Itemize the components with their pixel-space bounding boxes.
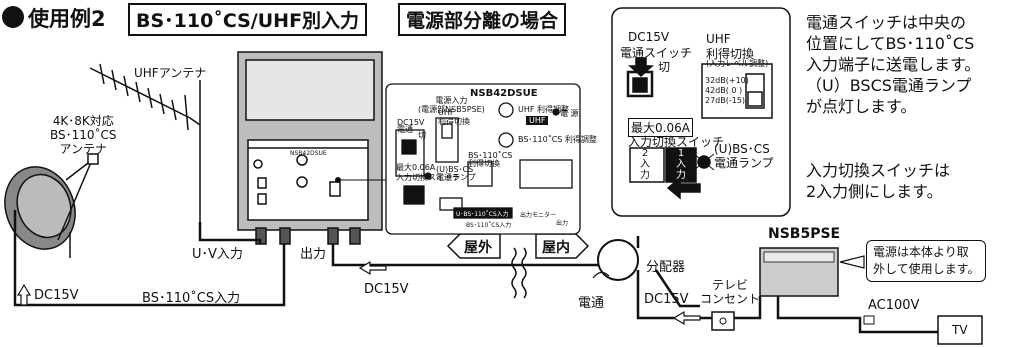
outlet-label-2: コンセント [700,292,761,306]
zoom-uhf-adjust: (入力レベル調整) [706,59,769,68]
outdoor-label: 屋外 [464,240,492,256]
note-line-7: 2入力側にします。 [806,182,943,201]
panel-uhf-adjust: UHF 利得調整 [518,105,570,114]
zoom-input-2-a: 2 [641,148,649,159]
header-tag-power: 電源部分離の場合 [398,3,567,36]
note-line-6: 入力切換スイッチは [806,161,951,180]
splitter-icon [597,239,639,281]
panel-bs-lamp: (U)BS･CS [436,165,474,174]
zoom-input-1: 1 入 力 [676,148,686,181]
bs-antenna-label-2: BS･110˚CS [50,128,117,142]
outlet-label: テレビ コンセント [700,278,760,306]
panel-bs-adjust: BS･110˚CS 利得調整 [518,135,597,144]
bs-input-label: BS･110˚CS入力 [142,291,241,306]
panel-bs-lamp-2: 電通ランプ [436,173,476,182]
note-line-3: 入力端子に送電します。 [806,55,981,74]
bs-dish-icon [4,153,99,258]
panel-out-monitor: 出力モニター [520,212,557,219]
outlet-icon [711,311,735,331]
tv-label: TV [952,323,968,337]
panel-bs-gain: BS･110˚CS [468,151,513,160]
callout-line-2: 外して使用します。 [873,262,980,276]
panel-out-label: 出力 [556,220,569,227]
bs-antenna-label-3: アンテナ [59,142,108,156]
zoom-dc-switch: 電通スイッチ [620,46,693,60]
panel-bs-gain-2: 利得切換 [468,159,500,168]
panel-power-input-1: 電源入力 [435,96,468,105]
cables [13,210,940,334]
panel-uhf-tag: UHF [526,116,549,125]
break-marks-icon [511,247,527,299]
dc-label-mid: DC15V [364,282,409,297]
panel-power-input: 電源入力 (電源部NSB5PSE) [418,96,485,114]
zoom-detail [611,7,791,217]
booster-unit [237,51,383,245]
panel-dc: DC15V [397,118,425,127]
note-block: 電通スイッチは中央の 位置にしてBS･110˚CS 入力端子に送電します。 （U… [806,12,980,117]
panel-uhf-gain-2: 利得切換 [438,117,470,126]
outdoor-arrow-icon [446,233,501,259]
uhf-antenna-label: UHFアンテナ [134,66,207,80]
panel-power-lamp: 電 源 [560,109,579,118]
panel-power-input-2: (電源部NSB5PSE) [418,105,485,114]
zoom-lamp: (U)BS･CS [714,142,770,156]
zoom-input-2: 2 入 力 [640,148,650,181]
zoom-input-1-a: 1 [677,148,685,159]
panel-dc-off: 切 [418,131,426,140]
panel-model: NSB42DSUE [470,88,538,99]
panel-bs-in: U･BS･110˚CS入力 [456,211,509,218]
power-unit-callout: 電源は本体より取 外して使用します。 [866,240,987,282]
note-line-2: 位置にしてBS･110˚CS [806,34,975,53]
output-label: 出力 [300,247,327,262]
panel-input-switch: 入力切換スイッチ [396,173,460,182]
panel-bs-in-2: BS･110˚CS入力 [466,222,512,229]
zoom-uhf-gain: 利得切換 [706,47,755,61]
splitter-label: 分配器 [646,260,686,275]
bs-antenna-label: 4K･8K対応 BS･110˚CS アンテナ [50,114,117,156]
booster-model-label: NSB42DSUE [290,150,327,157]
power-unit-model: NSB5PSE [768,226,841,242]
note-line-5: が点灯します。 [806,97,917,116]
panel-max-current: 最大0.06A [396,163,436,172]
page-title: 使用例2 [28,7,106,31]
tv-icon [937,315,983,345]
header-bullet-icon [2,6,24,28]
outlet-label-1: テレビ [712,278,749,292]
zoom-uhf-42: 42dB( 0 ) [705,86,743,95]
power-pass-label: 電通 [578,296,605,311]
dc-label-right: DC15V [644,292,689,307]
uhf-antenna-icon [89,63,201,222]
zoom-input-2-c: 力 [640,170,650,181]
zoom-uhf-27: 27dB(-15) [705,96,746,105]
uv-input-label: U･V入力 [192,247,243,262]
zoom-uhf: UHF [706,32,731,46]
note-line-1: 電通スイッチは中央の [806,13,967,32]
zoom-input-1-b: 入 [676,159,686,170]
panel-uhf-gain: UHF [438,108,455,117]
zoom-input-2-b: 入 [640,159,650,170]
header-tag-input: BS･110˚CS/UHF別入力 [128,3,368,36]
indoor-label: 屋内 [542,240,570,256]
zoom-input-1-c: 力 [676,170,686,181]
ac-label: AC100V [868,298,920,313]
bs-antenna-label-1: 4K･8K対応 [52,114,114,128]
zoom-input-switch: 入力切換スイッチ [628,135,725,149]
zoom-max-current: 最大0.06A [628,118,693,137]
note-block-2: 入力切換スイッチは 2入力側にします。 [806,160,950,202]
zoom-dc-off: 切 [658,60,671,74]
zoom-dc: DC15V [628,30,670,44]
zoom-lamp-2: 電通ランプ [714,156,774,170]
zoom-uhf-32: 32dB(+10) [705,76,749,85]
callout-line-1: 電源は本体より取 [873,245,969,259]
dc-label-left: DC15V [34,288,79,303]
note-line-4: （U）BSCS電通ランプ [806,76,972,95]
panel-dc-switch: 電通 [397,125,413,134]
